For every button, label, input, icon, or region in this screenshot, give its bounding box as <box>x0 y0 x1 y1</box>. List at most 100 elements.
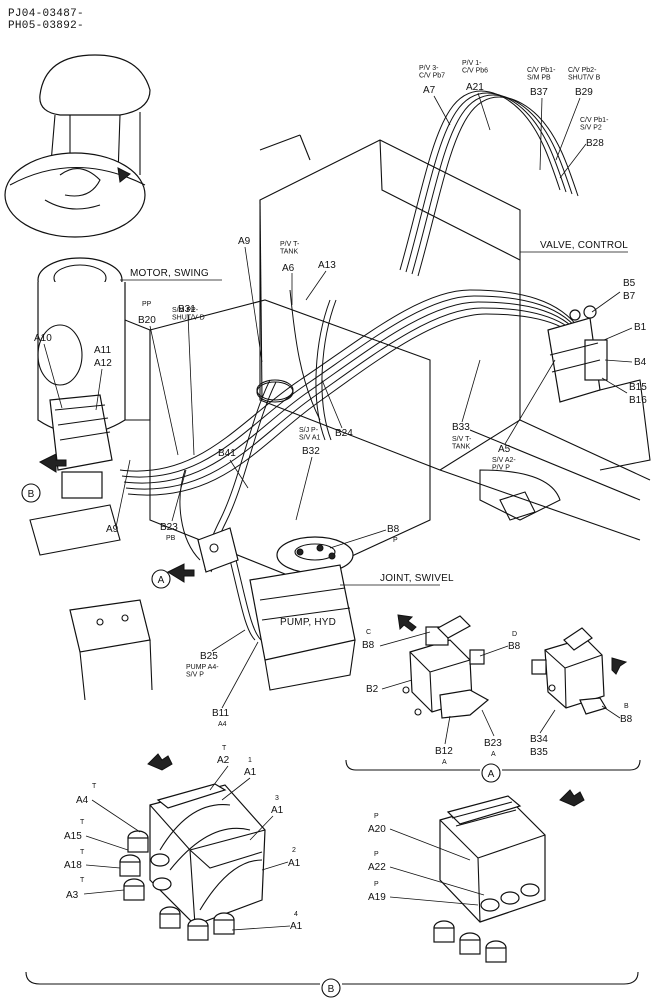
callout-b28: B28 <box>586 138 604 149</box>
callout-db-a19: A19 <box>368 892 386 903</box>
callout-da-c: C <box>366 629 371 636</box>
callout-da-b12: B12 <box>435 746 453 757</box>
callout-a10: A10 <box>34 333 52 344</box>
callout-b15: B15 <box>629 382 647 393</box>
callout-a7: A7 <box>423 85 436 96</box>
callout-db-t4: T <box>80 849 85 856</box>
callout-db-a2: A2 <box>217 755 230 766</box>
callout-a9-left: A9 <box>106 524 119 535</box>
detail-b-bracket: B <box>25 971 639 998</box>
callout-da-d: D <box>512 631 517 638</box>
view-direction-arrow-icon <box>147 753 173 771</box>
swing-motor <box>29 257 151 556</box>
callout-db-t2: T <box>92 783 97 790</box>
callout-db-a1b: A1 <box>271 805 284 816</box>
callout-db-p1: P <box>374 813 379 820</box>
detail-a-view: C B8 D B8 B2 B12 A B23 A B34 B35 B B8 A <box>345 614 641 783</box>
callout-db-n2: 2 <box>292 847 296 854</box>
callout-a5-sub: S/V A2-P/V P <box>492 457 516 472</box>
machine-thumbnail <box>4 54 151 238</box>
callout-a: A <box>158 575 165 586</box>
callout-b32-sub: S/J P-S/V A1 <box>299 427 321 442</box>
view-direction-arrow-icon <box>38 453 67 473</box>
callout-a6: A6 <box>282 263 295 274</box>
callout-b1: B1 <box>634 322 647 333</box>
callout-da-b23: B23 <box>484 738 502 749</box>
caption-motor-swing: MOTOR, SWING <box>130 268 209 279</box>
callout-a5: A5 <box>498 444 511 455</box>
callout-db-a18: A18 <box>64 860 82 871</box>
callout-a7-sub: P/V 3-C/V Pb7 <box>419 65 445 80</box>
callout-b41: B41 <box>218 448 236 459</box>
callout-a: A <box>488 769 495 780</box>
detail-circle-marker-icon <box>481 763 501 783</box>
callout-b11: B11 <box>212 708 229 719</box>
detail-marker-a-main: A <box>151 569 171 589</box>
callout-da-b23-sub: A <box>491 751 496 758</box>
callout-b37: B37 <box>530 87 548 98</box>
callout-b20-sub: PP <box>142 301 152 308</box>
callout-db-a1d: A1 <box>290 921 303 932</box>
callout-b33: B33 <box>452 422 470 433</box>
callout-db-a15: A15 <box>64 831 82 842</box>
callout-b: B <box>328 984 335 995</box>
callout-b28-sub: C/V Pb1-S/V P2 <box>580 117 609 132</box>
callout-db-a1c: A1 <box>288 858 301 869</box>
callout-a11: A11 <box>94 345 111 356</box>
callout-db-n4: 4 <box>294 911 298 918</box>
callout-a21-sub: P/V 1-C/V Pb6 <box>462 60 488 75</box>
callout-b23: B23 <box>160 522 178 533</box>
callout-a6-sub: P/V T-TANK <box>280 241 300 256</box>
callout-da-b8c: B8 <box>362 640 375 651</box>
callout-a9-top: A9 <box>238 236 251 247</box>
callout-db-t5: T <box>80 877 85 884</box>
callout-b25: B25 <box>200 651 218 662</box>
detail-marker-b-main: B <box>21 483 41 503</box>
callout-db-n1: 1 <box>248 757 252 764</box>
view-direction-arrow-icon <box>611 657 628 675</box>
callout-a13: A13 <box>318 260 336 271</box>
callout-b23-sub: PB <box>166 535 176 542</box>
callout-b25-sub: PUMP A4-S/V P <box>186 664 219 679</box>
caption-joint-swivel: JOINT, SWIVEL <box>380 573 454 584</box>
callout-db-a22: A22 <box>368 862 386 873</box>
doc-code-line-2: PH05-03892- <box>8 20 84 32</box>
callouts-main: P/V 3-C/V Pb7 A7 P/V 1-C/V Pb6 A21 C/V P… <box>34 60 647 728</box>
callout-da-b34: B34 <box>530 734 548 745</box>
callout-b: B <box>28 489 35 500</box>
main-frame <box>149 134 651 581</box>
callout-a12: A12 <box>94 358 112 369</box>
detail-b-left-view: T A2 1 A1 T A4 3 A1 T A15 2 A1 T A18 T A… <box>64 745 303 941</box>
callout-da-b35: B35 <box>530 747 548 758</box>
callout-db-a20: A20 <box>368 824 386 835</box>
detail-b-right-view: P A20 P A22 P A19 <box>368 789 585 963</box>
callout-db-a1a: A1 <box>244 767 257 778</box>
callout-b16: B16 <box>629 395 647 406</box>
view-direction-arrow-icon <box>117 167 131 183</box>
callout-b33-sub: S/V T-TANK <box>452 436 472 451</box>
callout-da-b2: B2 <box>366 684 379 695</box>
callout-db-t1: T <box>222 745 227 752</box>
callout-b20: B20 <box>138 315 156 326</box>
callout-b4: B4 <box>634 357 647 368</box>
view-direction-arrow-icon <box>397 614 417 632</box>
control-valve <box>547 305 608 403</box>
caption-pump-hyd: PUMP, HYD <box>280 617 336 628</box>
callout-db-a3: A3 <box>66 890 79 901</box>
callout-b7: B7 <box>623 291 636 302</box>
callout-b29-sub: C/V Pb2-SHUT/V B <box>568 67 601 82</box>
callout-a21: A21 <box>466 82 484 93</box>
callout-da-b8b: B8 <box>620 714 633 725</box>
callout-db-p3: P <box>374 881 379 888</box>
callout-db-a4: A4 <box>76 795 89 806</box>
callout-b32: B32 <box>302 446 320 457</box>
callout-b11-sub: A4 <box>218 721 227 728</box>
view-direction-arrow-icon <box>559 789 585 807</box>
callout-b29: B29 <box>575 87 593 98</box>
caption-valve-control: VALVE, CONTROL <box>540 240 628 251</box>
callout-b31: B31 <box>178 304 196 315</box>
callout-da-b8d: B8 <box>508 641 521 652</box>
doc-code-line-1: PJ04-03487- <box>8 8 84 20</box>
callout-b8-sub: P <box>393 537 398 544</box>
